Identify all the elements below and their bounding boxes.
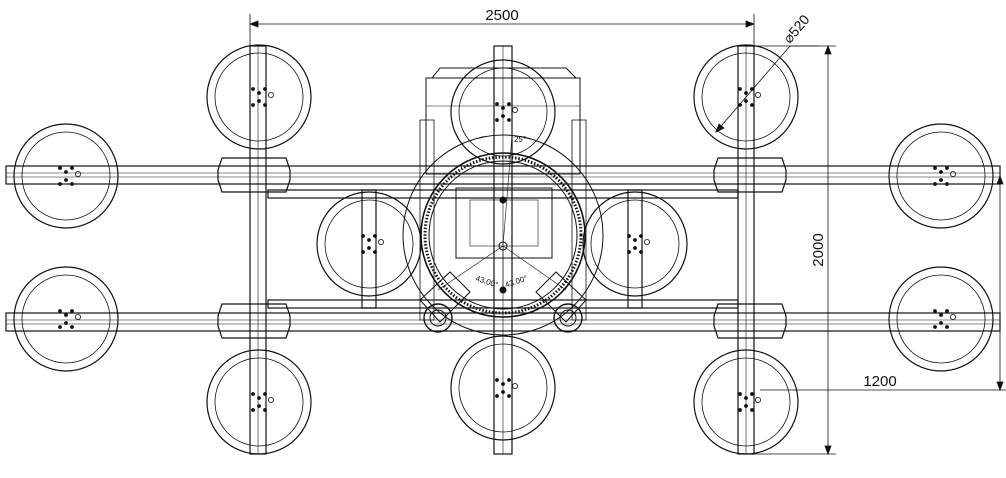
central-rotator (402, 67, 604, 336)
left-angle-label: 43.00° (474, 274, 499, 290)
height-dimension-label: 2000 (810, 233, 827, 266)
gear-ring-outer (420, 152, 586, 318)
rotator-inner-body (455, 187, 553, 259)
suction-pad (888, 266, 994, 372)
suction-pad (582, 191, 688, 297)
left-drive-motor (419, 271, 471, 333)
rotation-circle-outer (402, 134, 604, 336)
suction-pad (450, 335, 556, 441)
spacing-dimension-label: 1200 (863, 373, 896, 390)
inner-left-arm (361, 189, 377, 309)
top-angle-label: 25° (514, 135, 526, 144)
gear-ring-teeth (423, 155, 583, 315)
pad-diameter-label: ⌀520 (780, 11, 813, 46)
width-dimension-label: 2500 (485, 7, 518, 24)
frame (5, 45, 1001, 455)
suction-pad (13, 123, 119, 229)
suction-pad (693, 44, 799, 150)
suction-pad (206, 44, 312, 150)
rotator-housing (425, 77, 581, 175)
suction-pad (316, 191, 422, 297)
right-angle-label: 43.00° (504, 274, 529, 290)
suction-pad (13, 266, 119, 372)
suction-pad (693, 349, 799, 455)
suction-pad (206, 349, 312, 455)
dimension-lines (248, 14, 1006, 456)
inner-right-arm (627, 189, 643, 309)
suction-pads (13, 44, 994, 455)
gear-ring-inner (428, 160, 578, 310)
right-drive-motor (535, 271, 587, 333)
suction-pad (888, 123, 994, 229)
